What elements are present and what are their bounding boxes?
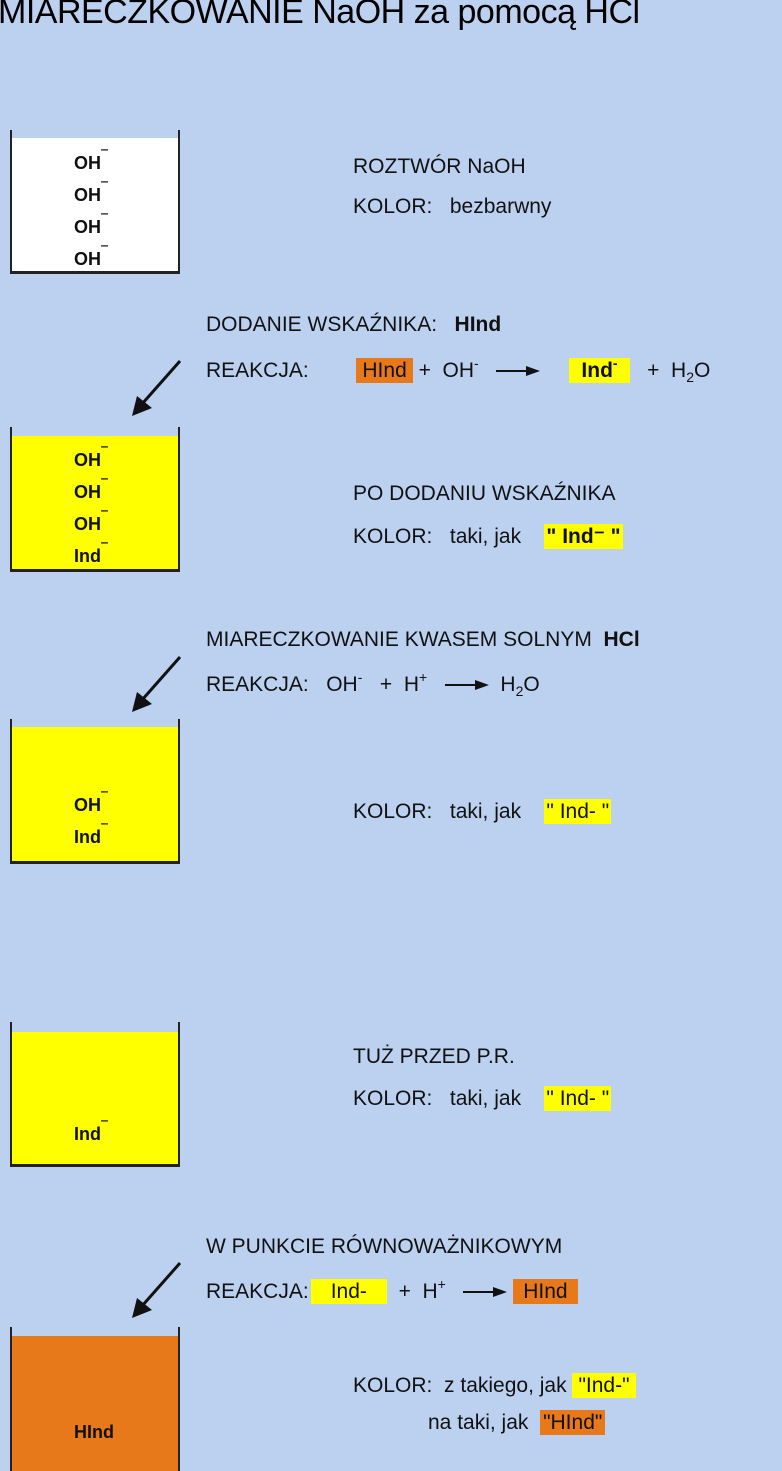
reaction-arrow-icon <box>463 1287 508 1298</box>
page-title: MIARECZKOWANIE NaOH za pomocą HCl <box>0 0 640 31</box>
arrow-icon <box>132 656 182 712</box>
liquid-yellow <box>12 1032 178 1164</box>
beaker-naoh: OH‾ OH‾ OH‾ OH‾ <box>10 130 180 274</box>
step4-reaction: REAKCJA: OH- + H+ H2O <box>206 669 540 699</box>
ion-list: OH‾ OH‾ OH‾ Ind‾ <box>74 441 107 569</box>
step4-kolor: KOLOR: taki, jak " Ind- " <box>353 799 612 824</box>
reaction-arrow-icon <box>496 366 541 377</box>
ion-list: OH‾ OH‾ OH‾ OH‾ <box>74 144 107 272</box>
beaker-equivalence: HInd <box>10 1327 180 1471</box>
reactant-hind: HInd <box>356 358 413 383</box>
reaction-arrow-icon <box>444 680 489 691</box>
ion-label: OH‾ <box>74 244 107 269</box>
step1-kolor: KOLOR: bezbarwny <box>353 195 552 218</box>
ion-list: Ind‾ <box>74 1115 107 1147</box>
step6-heading: W PUNKCIE RÓWNOWAŻNIKOWYM <box>206 1235 563 1258</box>
beaker-with-indicator: OH‾ OH‾ OH‾ Ind‾ <box>10 427 180 572</box>
ion-label: Ind‾ <box>74 822 107 847</box>
product-hind: HInd <box>513 1279 578 1304</box>
ion-label: OH‾ <box>74 790 107 815</box>
arrow-icon <box>132 360 182 416</box>
ion-label: HInd <box>74 1422 114 1442</box>
liquid-white <box>12 138 178 271</box>
ion-label: OH‾ <box>74 212 107 237</box>
step5-line1: TUŻ PRZED P.R. <box>353 1045 515 1068</box>
color-swatch-ind: " Ind- " <box>544 799 612 824</box>
ion-list: OH‾ Ind‾ <box>74 786 107 850</box>
ion-list: HInd <box>74 1419 114 1445</box>
liquid-yellow <box>12 727 178 861</box>
ion-label: OH‾ <box>74 445 107 470</box>
step5-kolor: KOLOR: taki, jak " Ind- " <box>353 1086 612 1111</box>
color-swatch-ind: " Ind⁻ " <box>544 524 623 549</box>
product-ind: Ind- <box>569 355 630 383</box>
liquid-orange <box>12 1336 178 1471</box>
color-swatch-ind: "Ind-" <box>572 1373 636 1398</box>
ion-label: OH‾ <box>74 509 107 534</box>
ion-label: OH‾ <box>74 148 107 173</box>
step6-reaction: REAKCJA:Ind- + H+ HInd <box>206 1276 578 1304</box>
arrow-icon <box>132 1262 182 1318</box>
step4-heading: MIARECZKOWANIE KWASEM SOLNYM HCl <box>206 628 640 651</box>
step2-heading: DODANIE WSKAŹNIKA: HInd <box>206 313 502 336</box>
liquid-yellow <box>12 436 178 569</box>
step3-kolor: KOLOR: taki, jak " Ind⁻ " <box>353 524 623 549</box>
ion-label: OH‾ <box>74 180 107 205</box>
color-swatch-ind: " Ind- " <box>544 1086 612 1111</box>
beaker-titration: OH‾ Ind‾ <box>10 719 180 864</box>
step2-reaction: REAKCJA: HInd + OH- Ind- + H2O <box>206 355 711 385</box>
step3-line1: PO DODANIU WSKAŹNIKA <box>353 482 616 505</box>
ion-label: Ind‾ <box>74 1119 107 1144</box>
step1-line1: ROZTWÓR NaOH <box>353 155 526 178</box>
ion-label: Ind‾ <box>74 541 107 566</box>
color-swatch-hind: "HInd" <box>540 1410 606 1435</box>
reactant-ind: Ind- <box>310 1279 387 1304</box>
step6-kolor-line2: na taki, jak "HInd" <box>428 1410 606 1435</box>
ion-label: OH‾ <box>74 477 107 502</box>
step6-kolor-line1: KOLOR: z takiego, jak "Ind-" <box>353 1373 636 1398</box>
beaker-before-equivalence: Ind‾ <box>10 1022 180 1167</box>
